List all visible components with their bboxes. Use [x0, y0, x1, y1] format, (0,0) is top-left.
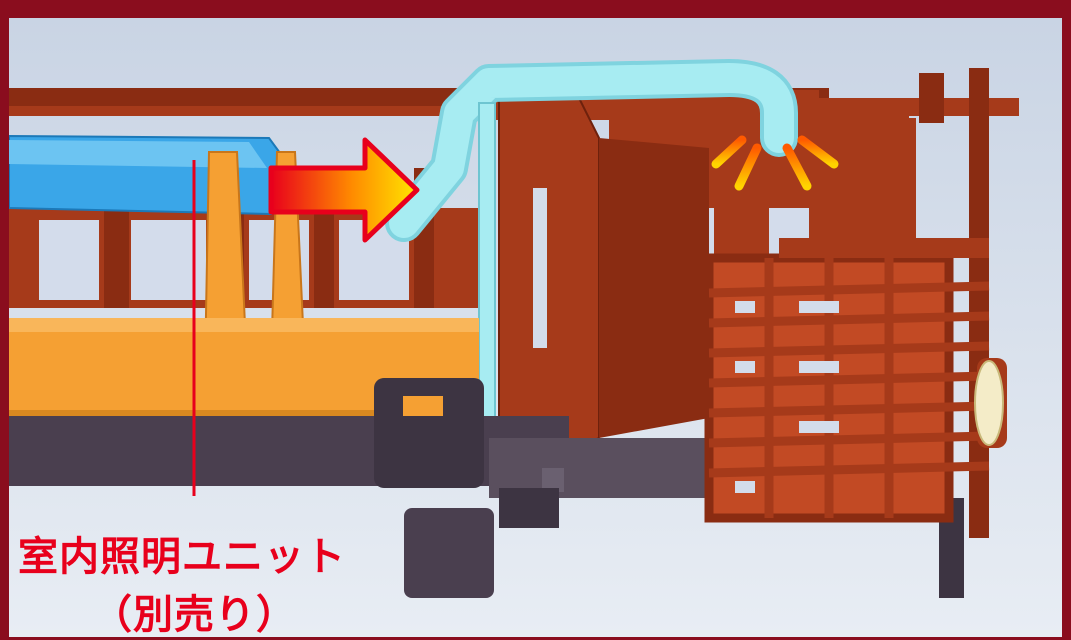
- sold-separately-label: （別売り）: [92, 592, 297, 638]
- light-rays: [711, 135, 839, 198]
- interior-light-unit: [9, 134, 293, 216]
- train-cutaway-diagram: [9, 18, 1062, 637]
- light-unit-label: 室内照明ユニット: [18, 534, 346, 580]
- arrow-icon: [268, 137, 420, 243]
- headlight-disc: [974, 358, 1007, 448]
- grille-slots: [735, 301, 839, 493]
- partition-wall: [498, 76, 709, 480]
- front-grille-cage: [704, 238, 990, 523]
- chassis-floor: [9, 378, 964, 598]
